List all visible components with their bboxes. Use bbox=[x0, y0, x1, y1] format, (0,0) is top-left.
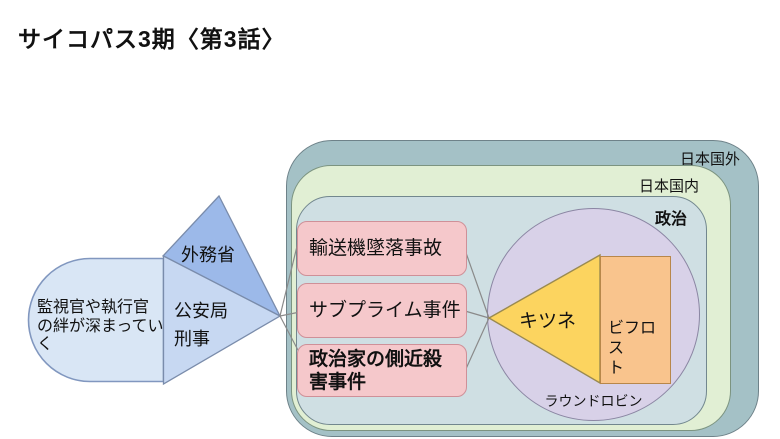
region-politics-label: 政治 bbox=[654, 211, 687, 228]
incident-box-aide-murder: 政治家の側近殺 害事件 bbox=[297, 344, 467, 397]
incident-label: 輸送機墜落事故 bbox=[309, 238, 443, 259]
fox-label: キツネ bbox=[519, 311, 577, 332]
connector-line bbox=[464, 317, 490, 372]
connector-line bbox=[279, 311, 301, 317]
mofa-label: 外務省 bbox=[181, 245, 235, 265]
connector-lines bbox=[279, 233, 490, 372]
bond-note-text: 監視官や執行官 の絆が深まってい く bbox=[37, 299, 164, 353]
incident-box-subprime: サブプライム事件 bbox=[297, 283, 467, 338]
bifrost-label: ビフロス ト bbox=[608, 320, 657, 377]
connector-line bbox=[464, 310, 490, 319]
psb-triangle-shape bbox=[162, 254, 282, 386]
psb-label: 公安局 刑事 bbox=[174, 301, 228, 349]
connector-line bbox=[279, 315, 301, 355]
incident-label: 政治家の側近殺 害事件 bbox=[309, 348, 443, 393]
connector-line bbox=[464, 249, 490, 319]
incident-label: サブプライム事件 bbox=[309, 300, 461, 321]
region-outside-japan-label: 日本国外 bbox=[679, 151, 740, 168]
slide-title: サイコパス3期〈第3話〉 bbox=[18, 26, 286, 52]
incident-box-transport-crash: 輸送機墜落事故 bbox=[297, 221, 467, 276]
connector-line bbox=[279, 233, 301, 317]
region-inside-japan-label: 日本国内 bbox=[638, 178, 699, 195]
round-robin-label: ラウンドロビン bbox=[544, 393, 643, 409]
bifrost-box: ビフロス ト bbox=[600, 256, 671, 384]
bond-capsule-shape bbox=[27, 257, 165, 383]
